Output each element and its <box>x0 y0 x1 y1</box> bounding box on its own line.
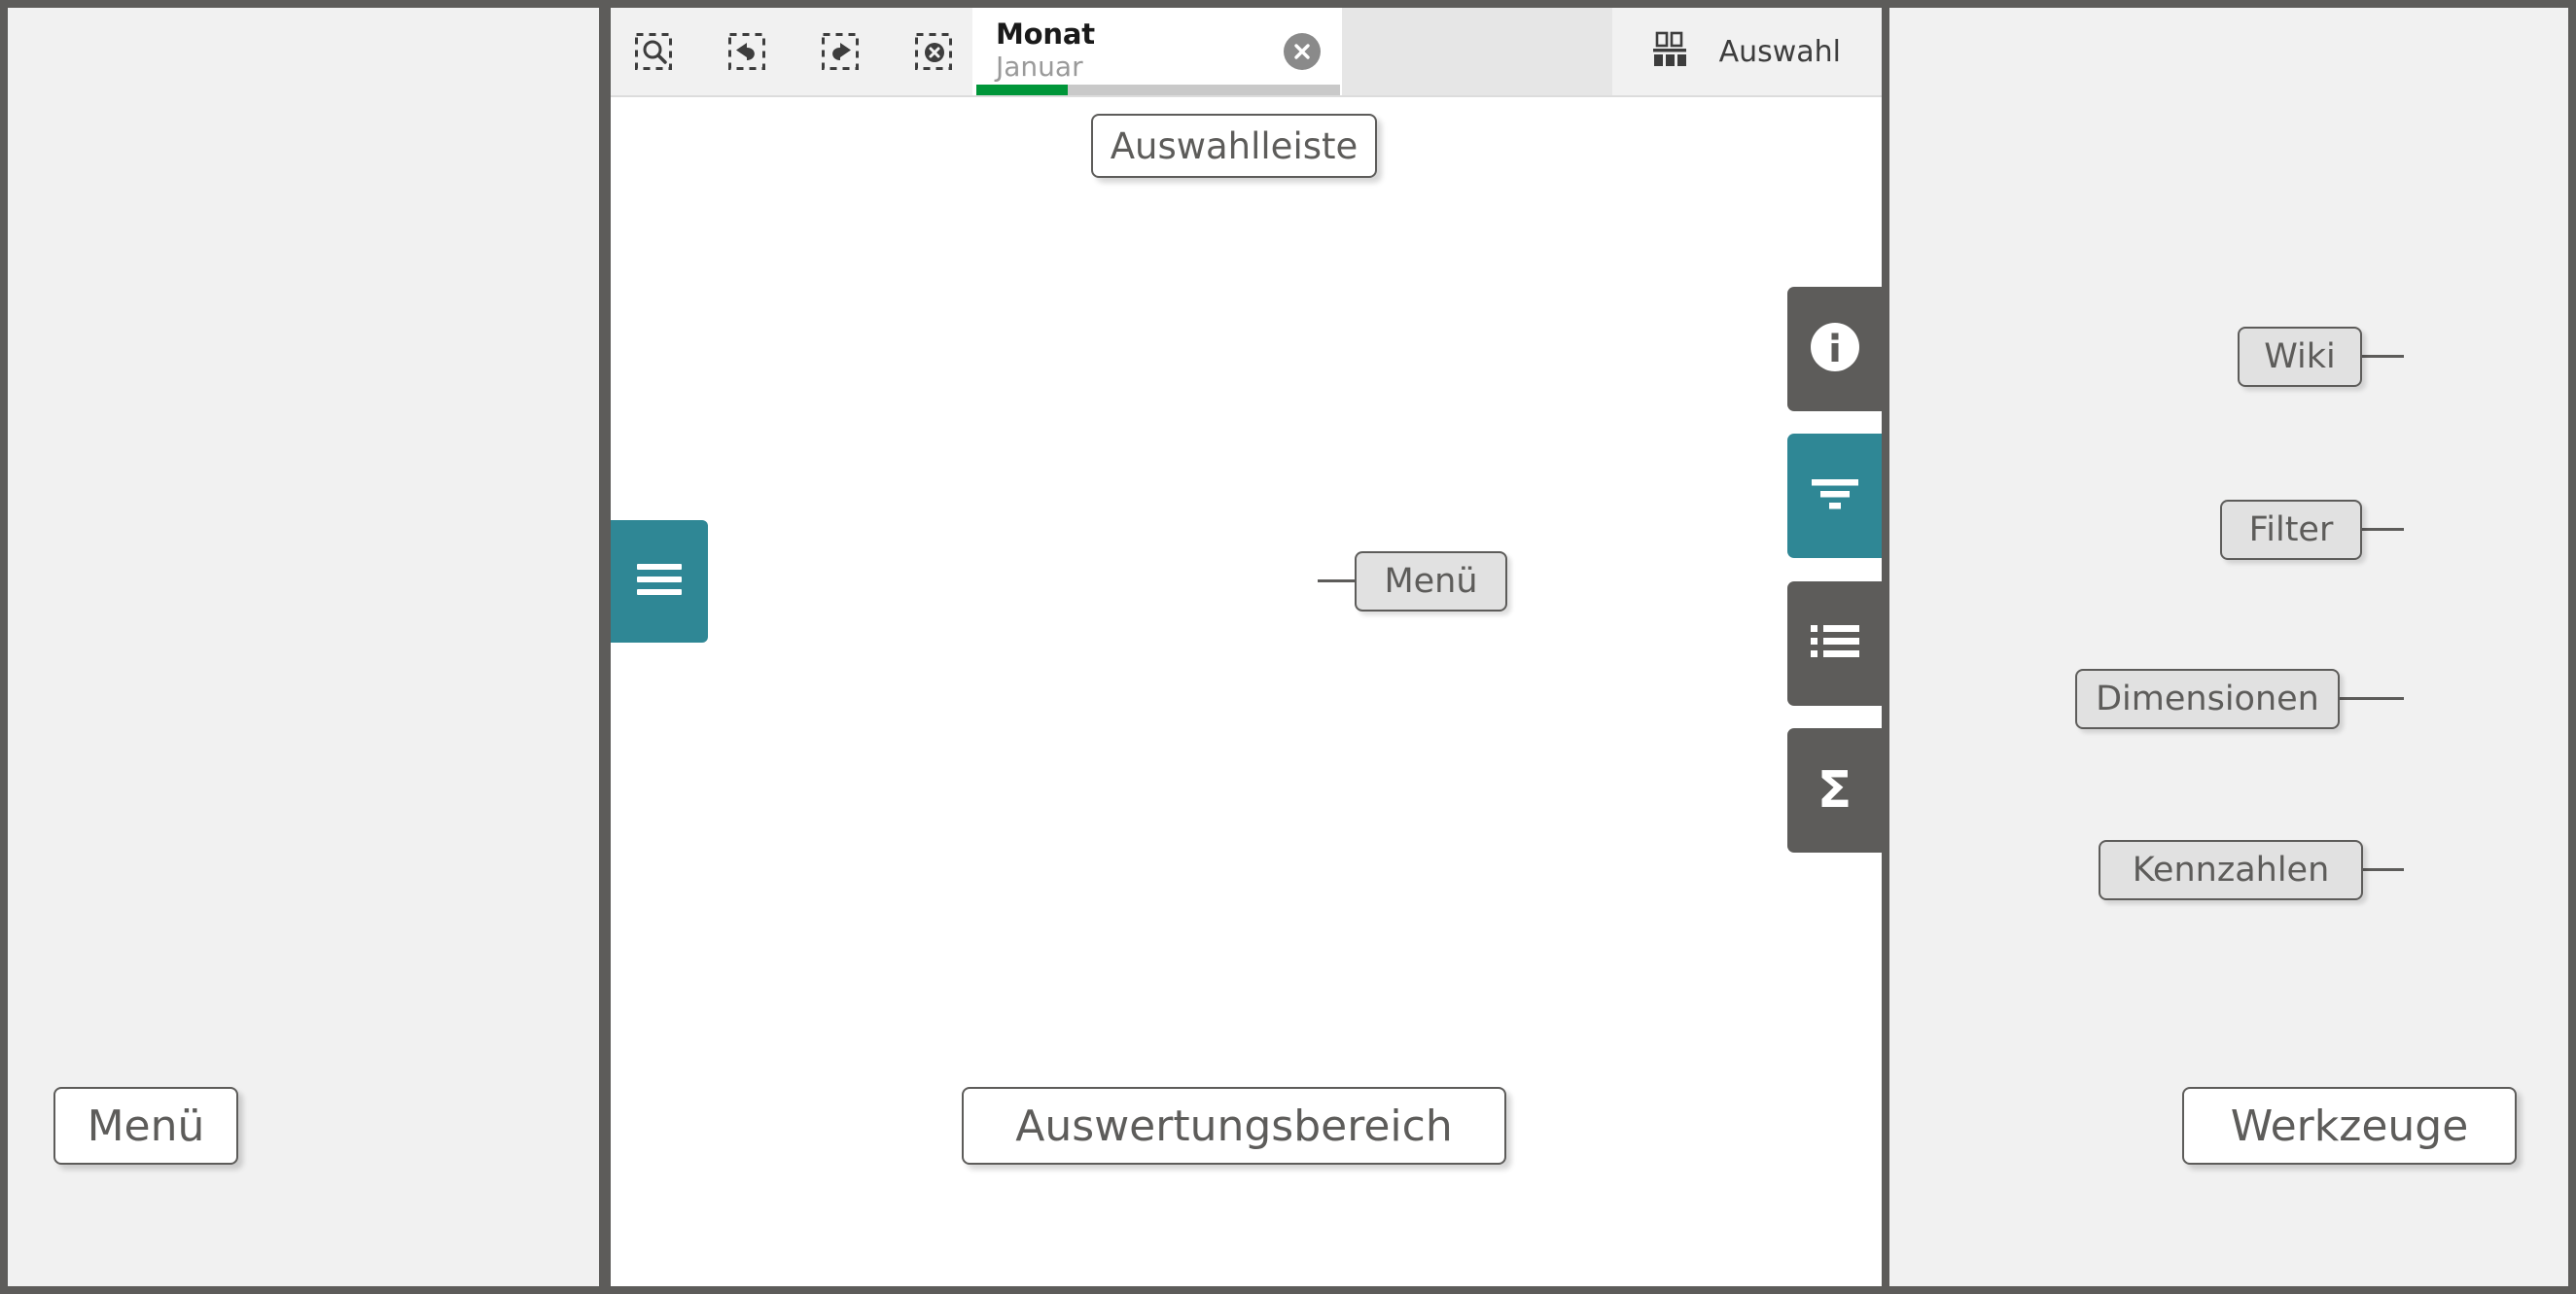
callout-line-menu <box>1318 579 1357 582</box>
region-label-auswahlleiste: Auswahlleiste <box>1091 114 1377 178</box>
analysis-panel: Monat Januar <box>611 8 2404 1286</box>
selection-toolbar: Monat Januar <box>611 8 1882 97</box>
callout-line-filter <box>2360 528 2404 531</box>
callout-filter: Filter <box>2220 500 2362 560</box>
callout-kennzahlen: Kennzahlen <box>2099 840 2363 900</box>
selections-bar-icon <box>1649 31 1690 72</box>
hamburger-menu-button[interactable] <box>611 520 708 643</box>
callout-dimensionen: Dimensionen <box>2075 669 2340 729</box>
callout-wiki: Wiki <box>2238 327 2362 387</box>
selection-state-bar-fill <box>976 85 1068 95</box>
redo-selection-icon[interactable] <box>819 30 862 73</box>
selection-field-name: Monat <box>996 17 1095 51</box>
clear-selections-icon[interactable] <box>912 30 955 73</box>
callout-line-kennzahlen <box>2361 868 2404 871</box>
right-tools-panel <box>1889 8 2568 1286</box>
auswahl-button[interactable]: Auswahl <box>1611 8 1882 95</box>
undo-selection-icon[interactable] <box>725 30 768 73</box>
callout-menu: Menü <box>1355 551 1507 612</box>
region-label-werkzeuge: Werkzeuge <box>2182 1087 2517 1165</box>
wiki-tool-button[interactable] <box>1787 287 1882 411</box>
measures-tool-button[interactable]: Σ <box>1787 728 1882 853</box>
search-selections-icon[interactable] <box>632 30 675 73</box>
region-label-menu: Menü <box>53 1087 238 1165</box>
auswahl-button-label: Auswahl <box>1718 34 1841 69</box>
selection-state-bar <box>976 85 1340 95</box>
hamburger-menu-icon <box>637 562 682 601</box>
selection-field-value: Januar <box>996 50 1083 83</box>
filter-tool-button[interactable] <box>1787 434 1882 558</box>
close-circle-icon[interactable] <box>1284 33 1321 70</box>
left-menu-panel <box>8 8 599 1286</box>
dimensions-tool-button[interactable] <box>1787 581 1882 706</box>
callout-line-wiki <box>2360 355 2404 358</box>
selection-toolbar-icons <box>611 8 955 95</box>
sigma-sum-icon: Σ <box>1817 761 1853 820</box>
callout-line-dimensionen <box>2338 697 2404 700</box>
funnel-filter-icon <box>1810 475 1860 516</box>
info-circle-icon <box>1808 320 1862 378</box>
selection-card-text: Monat Januar <box>972 17 1284 83</box>
toolbar-empty-slot <box>1342 8 1612 95</box>
selection-card[interactable]: Monat Januar <box>972 8 1342 95</box>
region-label-auswertungsbereich: Auswertungsbereich <box>962 1087 1506 1165</box>
list-bullets-icon <box>1810 623 1859 664</box>
